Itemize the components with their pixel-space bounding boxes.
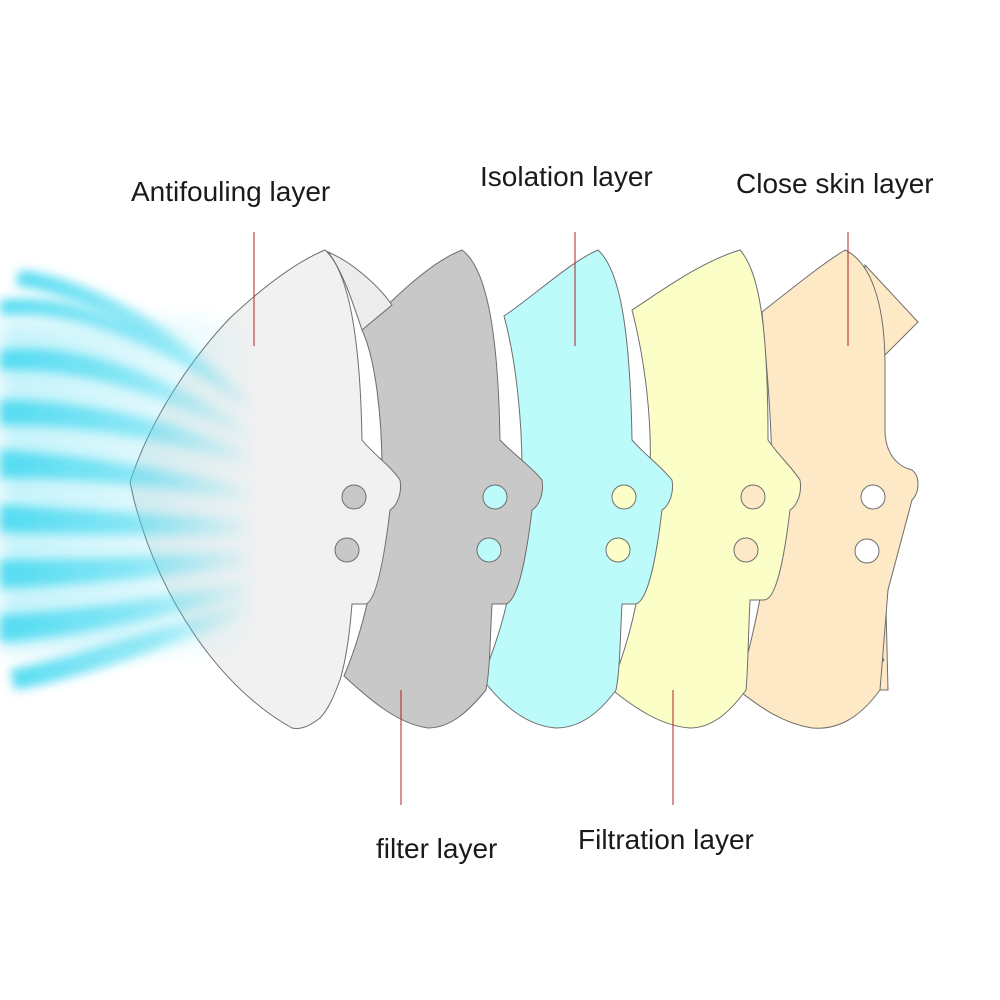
isolation-hole-lower [605, 537, 631, 563]
filtration-hole-lower [733, 537, 759, 563]
isolation-layer [481, 249, 673, 729]
airflow-streaks [0, 270, 260, 690]
label-antifouling-layer: Antifouling layer [131, 176, 331, 207]
close-skin-hole-upper [860, 484, 886, 510]
filtration-panel [609, 249, 801, 729]
filter-panel [343, 249, 543, 729]
isolation-panel [481, 249, 673, 729]
filter-hole-lower [476, 537, 502, 563]
filtration-hole-upper [740, 484, 766, 510]
filtration-layer [609, 249, 801, 729]
label-close-skin-layer: Close skin layer [736, 168, 934, 199]
isolation-hole-upper [611, 484, 637, 510]
antifouling-hole-lower [334, 537, 360, 563]
leader-lines [253, 232, 849, 805]
label-isolation-layer: Isolation layer [480, 161, 653, 192]
antifouling-hole-upper [341, 484, 367, 510]
filter-hole-upper [482, 484, 508, 510]
label-filter-layer: filter layer [376, 833, 498, 864]
filter-layer [343, 249, 543, 729]
close-skin-layer [737, 249, 919, 729]
close-skin-hole-lower [854, 538, 880, 564]
label-filtration-layer: Filtration layer [578, 824, 754, 855]
